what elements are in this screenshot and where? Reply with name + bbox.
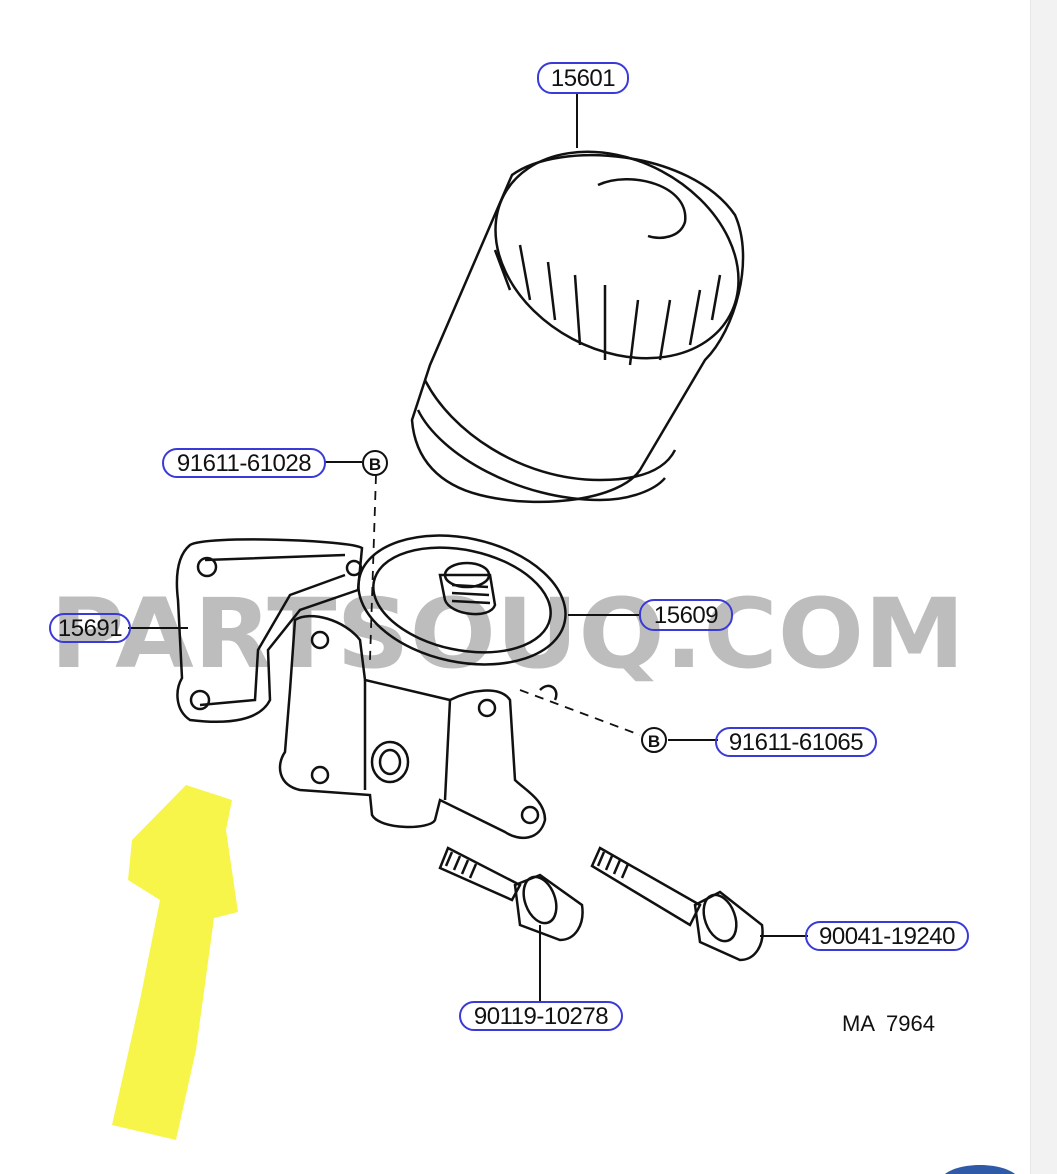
leader-plug-lower-dashed [519,689,641,736]
callout-plug-upper[interactable]: 91611-61028 [162,448,326,478]
callout-bolt-short[interactable]: 90119-10278 [459,1001,623,1031]
corner-badge[interactable] [945,1165,1015,1174]
svg-text:15601: 15601 [551,65,615,92]
bolt-long-drawing [590,846,764,962]
svg-text:90041-19240: 90041-19240 [819,923,955,950]
callout-gasket[interactable]: 15691 [49,613,131,643]
svg-text:15691: 15691 [58,615,122,642]
callout-plug-lower[interactable]: 91611-61065 [715,727,877,757]
bolt-marker-lower: B [641,727,667,753]
watermark-text: PARTSOUQ.COM [50,578,965,690]
highlight-arrow [112,785,238,1140]
oil-filter-drawing [410,150,745,504]
callout-oil-filter[interactable]: 15601 [537,62,629,94]
svg-text:B: B [648,732,660,751]
svg-text:91611-61028: 91611-61028 [177,450,311,477]
drawing-code: MA 7964 [842,1011,935,1036]
svg-text:90119-10278: 90119-10278 [474,1003,608,1030]
callout-bolt-long[interactable]: 90041-19240 [805,921,969,951]
bolt-short-drawing [438,846,584,942]
svg-text:B: B [369,455,381,474]
svg-text:91611-61065: 91611-61065 [729,729,863,756]
bolt-marker-upper: B [362,450,388,476]
right-edge-strip [1030,0,1057,1174]
callout-bracket[interactable]: 15609 [639,599,733,631]
oil-filter-bracket-drawing [175,534,567,840]
svg-text:15609: 15609 [654,602,718,629]
